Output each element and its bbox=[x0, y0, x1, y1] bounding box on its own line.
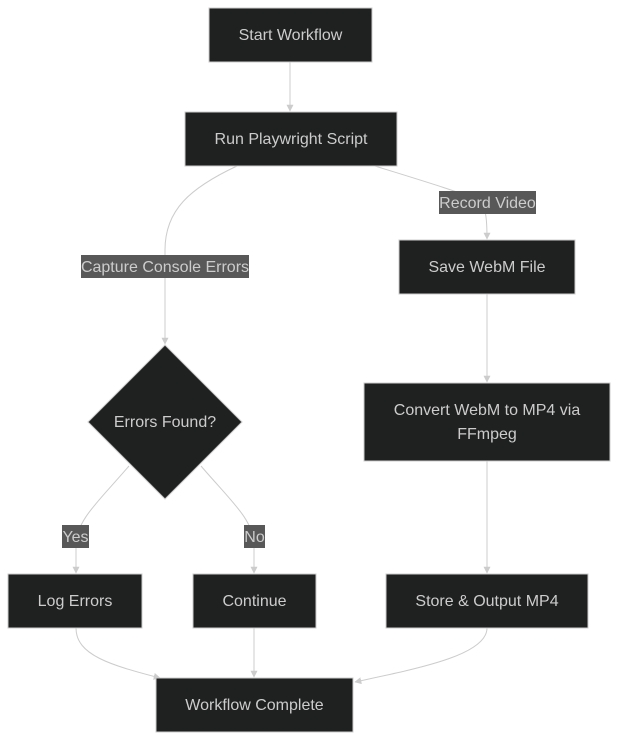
edges bbox=[72, 62, 491, 685]
node-log-errors: Log Errors bbox=[7, 573, 143, 629]
node-convert-label-line1: Convert WebM to MP4 via bbox=[394, 402, 581, 419]
edge-label-no: No bbox=[244, 525, 265, 548]
node-store-output-mp4: Store & Output MP4 bbox=[385, 573, 589, 629]
edge-store-to-complete bbox=[354, 627, 488, 685]
node-workflow-complete: Workflow Complete bbox=[155, 677, 354, 733]
node-errors-found-label: Errors Found? bbox=[114, 414, 216, 431]
edge-log-to-complete bbox=[75, 627, 161, 680]
edge-label-capture-errors-text: Capture Console Errors bbox=[81, 259, 249, 276]
edge-label-yes: Yes bbox=[62, 525, 89, 548]
node-save-webm-file: Save WebM File bbox=[398, 239, 576, 295]
edge-label-record-video-text: Record Video bbox=[439, 195, 536, 212]
node-start-workflow: Start Workflow bbox=[208, 7, 373, 63]
node-log-errors-label: Log Errors bbox=[38, 593, 113, 610]
node-convert-label-line2: FFmpeg bbox=[457, 426, 517, 443]
node-store-output-mp4-label: Store & Output MP4 bbox=[415, 593, 558, 610]
edge-decision-to-log bbox=[72, 465, 130, 574]
node-workflow-complete-label: Workflow Complete bbox=[185, 697, 324, 714]
node-continue-label: Continue bbox=[222, 593, 286, 610]
node-save-webm-file-label: Save WebM File bbox=[428, 259, 545, 276]
edge-label-no-text: No bbox=[244, 529, 265, 546]
node-run-playwright-script: Run Playwright Script bbox=[184, 111, 398, 167]
edge-run-to-decision bbox=[161, 165, 238, 345]
node-start-workflow-label: Start Workflow bbox=[239, 27, 343, 44]
node-errors-found-decision: Errors Found? bbox=[87, 344, 243, 500]
edge-label-yes-text: Yes bbox=[62, 529, 88, 546]
edge-label-record-video: Record Video bbox=[439, 191, 536, 214]
node-run-playwright-script-label: Run Playwright Script bbox=[215, 131, 369, 148]
node-continue: Continue bbox=[192, 573, 317, 629]
edge-label-capture-errors: Capture Console Errors bbox=[81, 255, 249, 278]
edge-decision-to-continue bbox=[200, 465, 258, 574]
node-convert-webm-to-mp4: Convert WebM to MP4 via FFmpeg bbox=[363, 382, 611, 462]
